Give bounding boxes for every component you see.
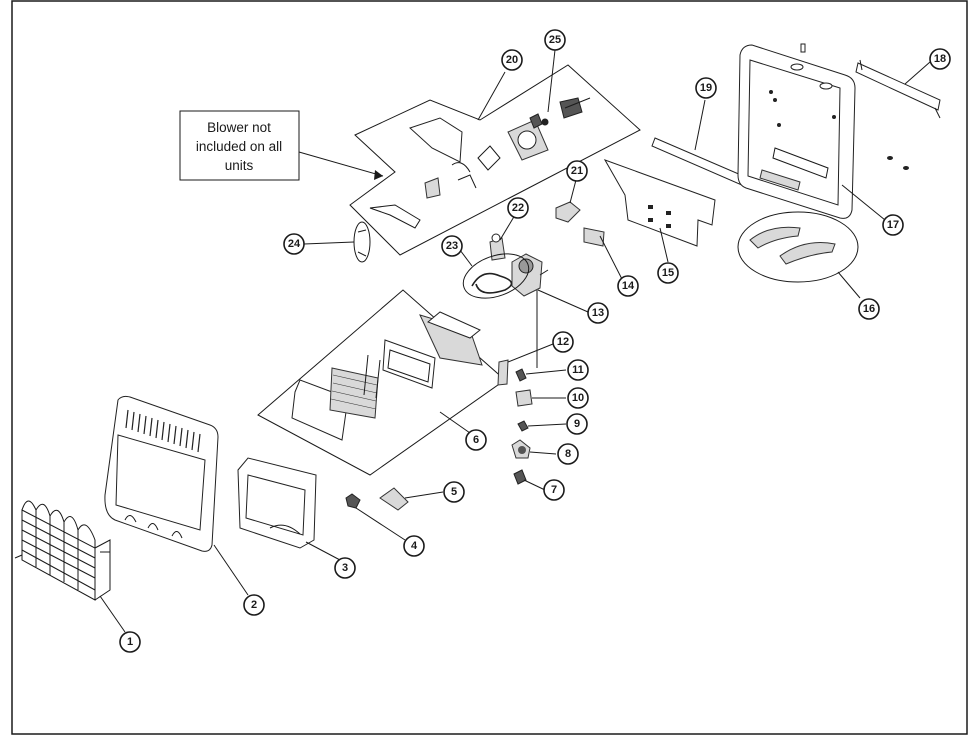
- callout-7: 7: [543, 479, 565, 501]
- part-15-heat-shield: [603, 159, 716, 263]
- callout-25: 25: [544, 29, 566, 51]
- svg-text:25: 25: [549, 34, 561, 46]
- part-22-igniter: [489, 214, 516, 261]
- part-17-cabinet: [737, 43, 886, 221]
- leader-1: [99, 595, 126, 633]
- part-1-wire-guard: [14, 500, 111, 601]
- part-19-rail: [651, 99, 749, 187]
- part-25-capacitor: [529, 49, 556, 129]
- callout-18: 18: [929, 48, 951, 70]
- callout-16: 16: [858, 298, 880, 320]
- part-8-valve-body: [511, 439, 557, 459]
- svg-text:15: 15: [662, 267, 674, 279]
- diagram-frame: [11, 0, 968, 735]
- callout-8: 8: [557, 443, 579, 465]
- svg-text:22: 22: [512, 202, 524, 214]
- part-5-bracket: [379, 487, 444, 511]
- callout-10: 10: [567, 387, 589, 409]
- svg-text:8: 8: [565, 448, 571, 460]
- svg-text:23: 23: [446, 240, 458, 252]
- leader-3: [305, 541, 341, 561]
- svg-text:16: 16: [863, 303, 875, 315]
- svg-text:24: 24: [288, 238, 301, 250]
- svg-text:21: 21: [571, 165, 583, 177]
- callout-24: 24: [283, 233, 305, 255]
- blower-note: Blower not included on all units: [179, 110, 384, 181]
- note-line-2: included on all: [196, 139, 282, 154]
- callout-21: 21: [566, 160, 588, 182]
- part-6-burner-assembly: [257, 289, 506, 476]
- part-10-clip: [515, 389, 566, 407]
- callout-14: 14: [617, 275, 639, 297]
- callout-5: 5: [443, 481, 465, 503]
- note-line-1: Blower not: [207, 120, 271, 135]
- part-23-pilot-tube: [459, 249, 530, 299]
- svg-text:6: 6: [473, 434, 479, 446]
- callout-13: 13: [587, 302, 609, 324]
- part-2-front-panel: [104, 395, 219, 552]
- callout-17: 17: [882, 214, 904, 236]
- part-7-fitting: [513, 469, 546, 491]
- part-11-orifice: [515, 368, 567, 382]
- svg-text:10: 10: [572, 392, 584, 404]
- note-line-3: units: [225, 158, 254, 173]
- callout-6: 6: [465, 429, 487, 451]
- part-16-feet: [737, 211, 861, 299]
- svg-text:17: 17: [887, 219, 899, 231]
- svg-text:13: 13: [592, 307, 604, 319]
- callout-3: 3: [334, 557, 356, 579]
- callout-12: 12: [552, 331, 574, 353]
- callout-9: 9: [566, 413, 588, 435]
- svg-text:7: 7: [551, 484, 557, 496]
- part-3-burner-frame: [237, 457, 317, 549]
- callout-23: 23: [441, 235, 463, 257]
- callout-4: 4: [403, 535, 425, 557]
- svg-text:9: 9: [574, 418, 580, 430]
- svg-text:3: 3: [342, 562, 348, 574]
- part-12-thermocouple: [497, 290, 554, 386]
- leader-2: [213, 544, 249, 596]
- callout-15: 15: [657, 262, 679, 284]
- callout-19: 19: [695, 77, 717, 99]
- svg-text:12: 12: [557, 336, 569, 348]
- part-20-blower-assembly: [349, 64, 641, 256]
- svg-text:18: 18: [934, 53, 946, 65]
- svg-text:19: 19: [700, 82, 712, 94]
- callout-20: 20: [501, 49, 523, 71]
- svg-text:5: 5: [451, 486, 457, 498]
- callout-11: 11: [567, 359, 589, 381]
- callout-2: 2: [243, 594, 265, 616]
- part-18-hanger-bracket: [855, 59, 941, 170]
- part-21-bracket: [555, 179, 581, 223]
- part-13-gas-valve: [511, 253, 589, 313]
- part-9-nut: [517, 420, 567, 432]
- note-box: [179, 110, 300, 181]
- svg-text:11: 11: [572, 364, 584, 376]
- svg-text:2: 2: [251, 599, 257, 611]
- part-4-fitting: [345, 493, 406, 541]
- svg-text:14: 14: [622, 280, 635, 292]
- callout-1: 1: [119, 631, 141, 653]
- callout-22: 22: [507, 197, 529, 219]
- part-14-switch: [583, 227, 626, 286]
- part-24-sensor: [303, 221, 371, 263]
- svg-text:1: 1: [127, 636, 133, 648]
- svg-text:4: 4: [411, 540, 418, 552]
- svg-text:20: 20: [506, 54, 518, 66]
